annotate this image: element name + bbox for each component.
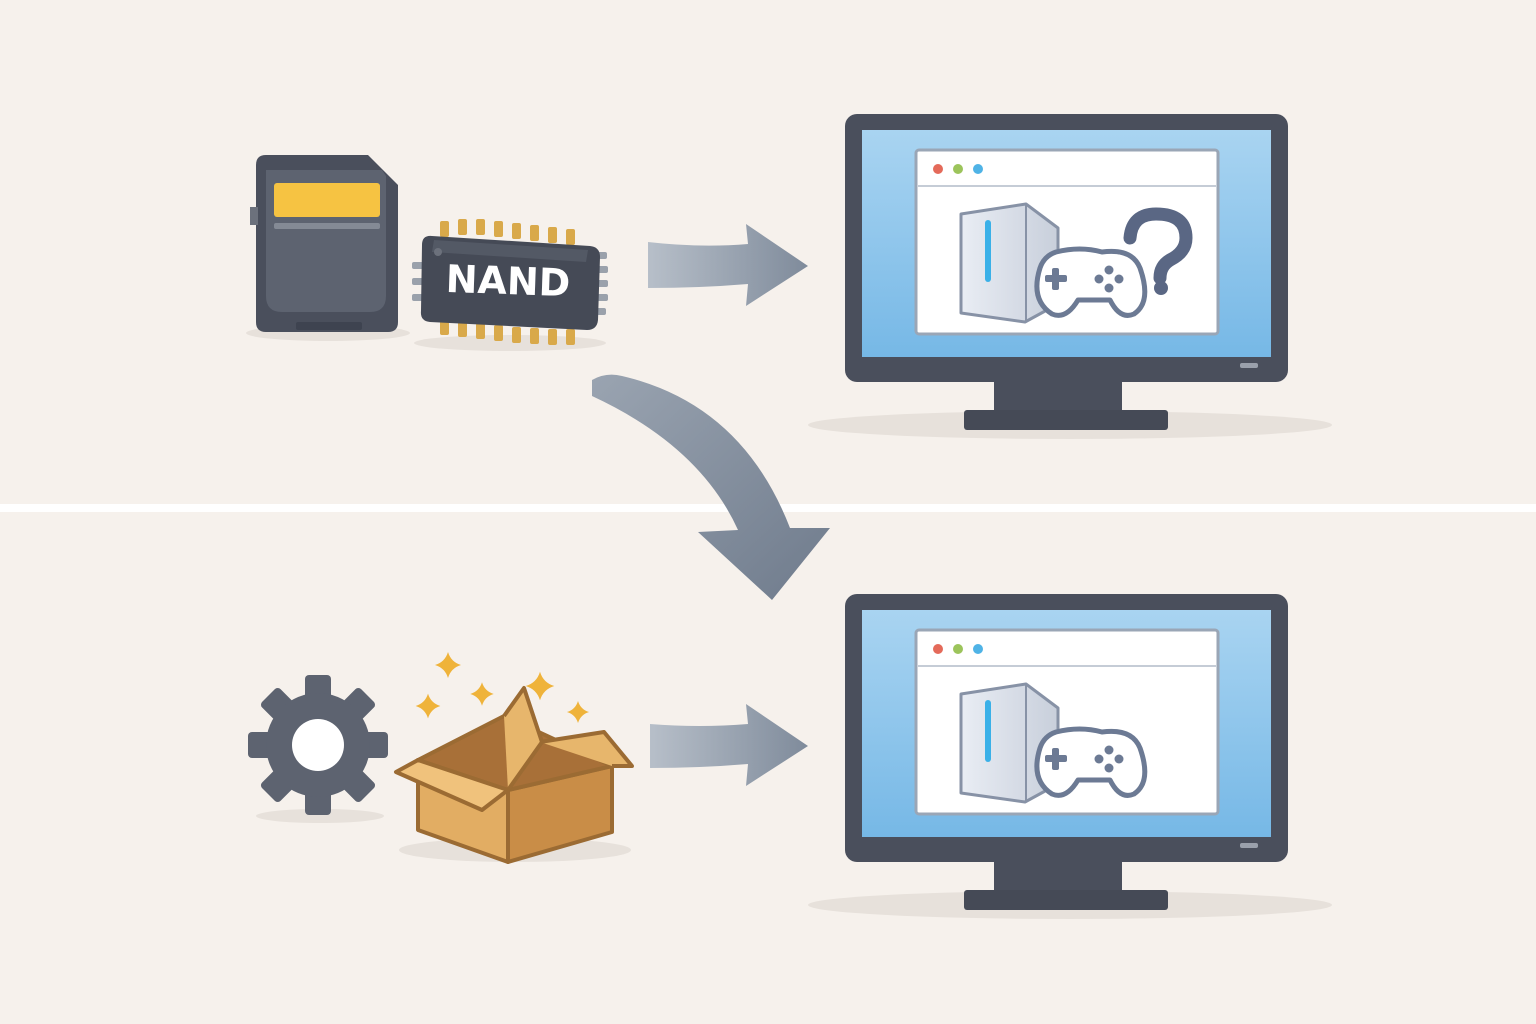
nand-chip-icon: NAND — [412, 219, 608, 351]
sd-card-icon — [246, 155, 410, 341]
monitor-top — [808, 114, 1332, 439]
sparkle-icon — [415, 652, 590, 724]
arrow-right-top — [648, 224, 808, 306]
arrow-curved-down — [592, 374, 830, 600]
gear-icon — [248, 675, 388, 823]
monitor-bottom — [808, 594, 1332, 919]
open-box-icon — [394, 686, 634, 864]
nand-chip-label: NAND — [445, 257, 571, 305]
question-mark-icon — [1123, 207, 1193, 285]
arrow-right-bottom — [650, 704, 808, 786]
